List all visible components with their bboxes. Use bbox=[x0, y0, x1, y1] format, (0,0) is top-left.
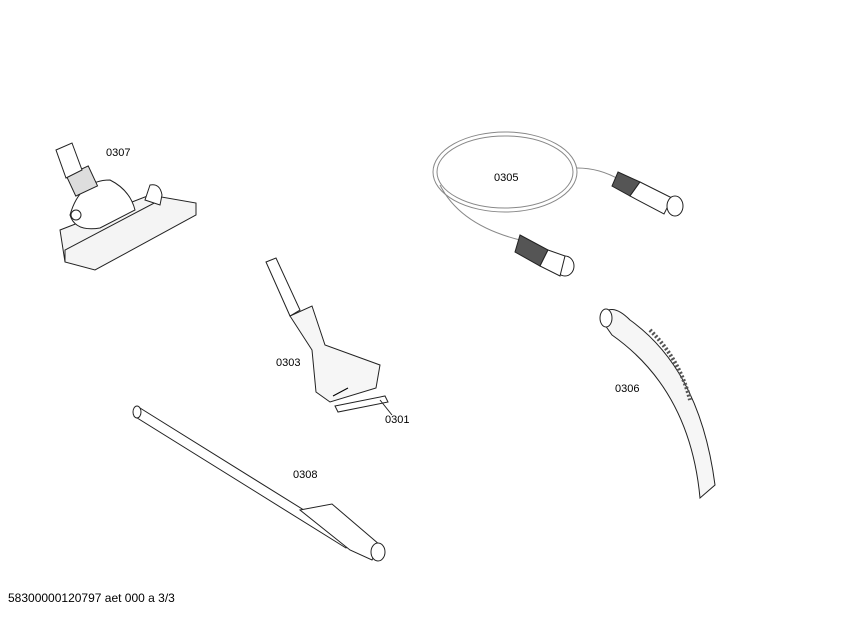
document-footer-id: 58300000120797 aet 000 a 3/3 bbox=[8, 591, 175, 605]
part-label-0305: 0305 bbox=[494, 172, 519, 184]
hose-connector-top bbox=[611, 171, 684, 217]
part-label-0307: 0307 bbox=[106, 147, 131, 159]
nozzle-strip-drawing bbox=[334, 395, 393, 416]
hose-handle-drawing bbox=[599, 308, 716, 500]
part-label-0301: 0301 bbox=[385, 414, 410, 426]
part-label-0308: 0308 bbox=[293, 469, 318, 481]
hose-connector-bottom bbox=[514, 234, 575, 277]
suction-hose-drawing bbox=[432, 131, 621, 241]
telescopic-tube-drawing bbox=[132, 405, 386, 562]
part-label-0306: 0306 bbox=[615, 383, 640, 395]
floor-nozzle-drawing bbox=[55, 142, 197, 271]
part-label-0303: 0303 bbox=[276, 357, 301, 369]
upholstery-nozzle-drawing bbox=[265, 257, 381, 403]
